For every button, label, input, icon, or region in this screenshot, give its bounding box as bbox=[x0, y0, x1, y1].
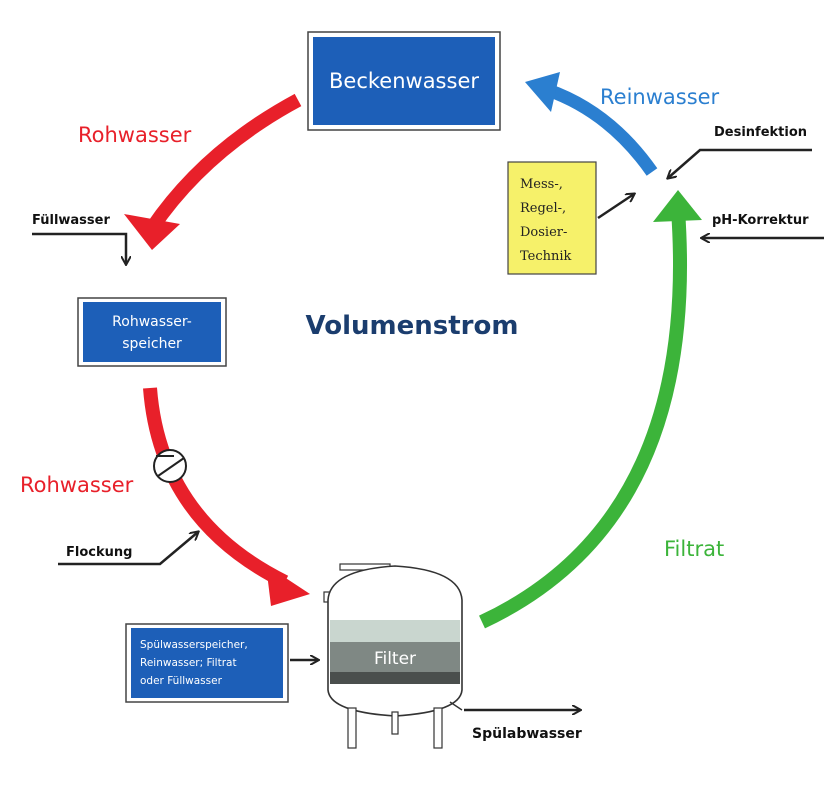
reinwasser-flow bbox=[525, 72, 658, 176]
filtrat-label: Filtrat bbox=[664, 537, 724, 561]
reinwasser-label: Reinwasser bbox=[600, 85, 720, 109]
rohwasserspeicher-label-line1: Rohwasser- bbox=[112, 314, 192, 330]
spuelwasserspeicher-box: Spülwasserspeicher, Reinwasser; Filtrat … bbox=[125, 623, 289, 703]
flockung-arrow bbox=[58, 532, 198, 566]
mrd-line2: Regel-, bbox=[520, 201, 566, 216]
fuellwasser-arrow bbox=[32, 232, 126, 264]
beckenwasser-box: Beckenwasser bbox=[307, 31, 501, 131]
filtrat-flow bbox=[479, 190, 702, 629]
filter-vessel: Filter bbox=[323, 563, 463, 749]
rohwasserspeicher-box: Rohwasser- speicher bbox=[77, 297, 227, 367]
rohwasserspeicher-label-line2: speicher bbox=[122, 336, 182, 352]
mrd-line3: Dosier- bbox=[520, 225, 567, 240]
mrd-technik-box: Mess-, Regel-, Dosier- Technik bbox=[507, 161, 597, 275]
pump-icon bbox=[153, 449, 187, 483]
rohwasser-label-top: Rohwasser bbox=[78, 123, 192, 147]
spuelwasser-line3: oder Füllwasser bbox=[140, 675, 223, 687]
spuelwasser-line2: Reinwasser; Filtrat bbox=[140, 657, 237, 669]
rohwasser-label-bottom: Rohwasser bbox=[20, 473, 134, 497]
rohwasser-flow-top bbox=[124, 93, 302, 250]
filter-label: Filter bbox=[374, 649, 416, 669]
ph-korrektur-label: pH-Korrektur bbox=[712, 213, 809, 228]
diagram-title: Volumenstrom bbox=[306, 311, 519, 341]
mrd-line4: Technik bbox=[520, 249, 572, 264]
spuelabwasser-label: Spülabwasser bbox=[472, 726, 582, 742]
flockung-label: Flockung bbox=[66, 545, 132, 560]
desinfektion-label: Desinfektion bbox=[714, 125, 807, 140]
mrd-output-arrow bbox=[597, 194, 634, 220]
fuellwasser-label: Füllwasser bbox=[32, 213, 110, 228]
mrd-line1: Mess-, bbox=[520, 177, 563, 192]
beckenwasser-label: Beckenwasser bbox=[329, 69, 479, 93]
rohwasser-flow-bottom bbox=[143, 387, 310, 606]
desinfektion-arrow bbox=[668, 148, 812, 178]
spuelwasser-line1: Spülwasserspeicher, bbox=[140, 639, 248, 651]
